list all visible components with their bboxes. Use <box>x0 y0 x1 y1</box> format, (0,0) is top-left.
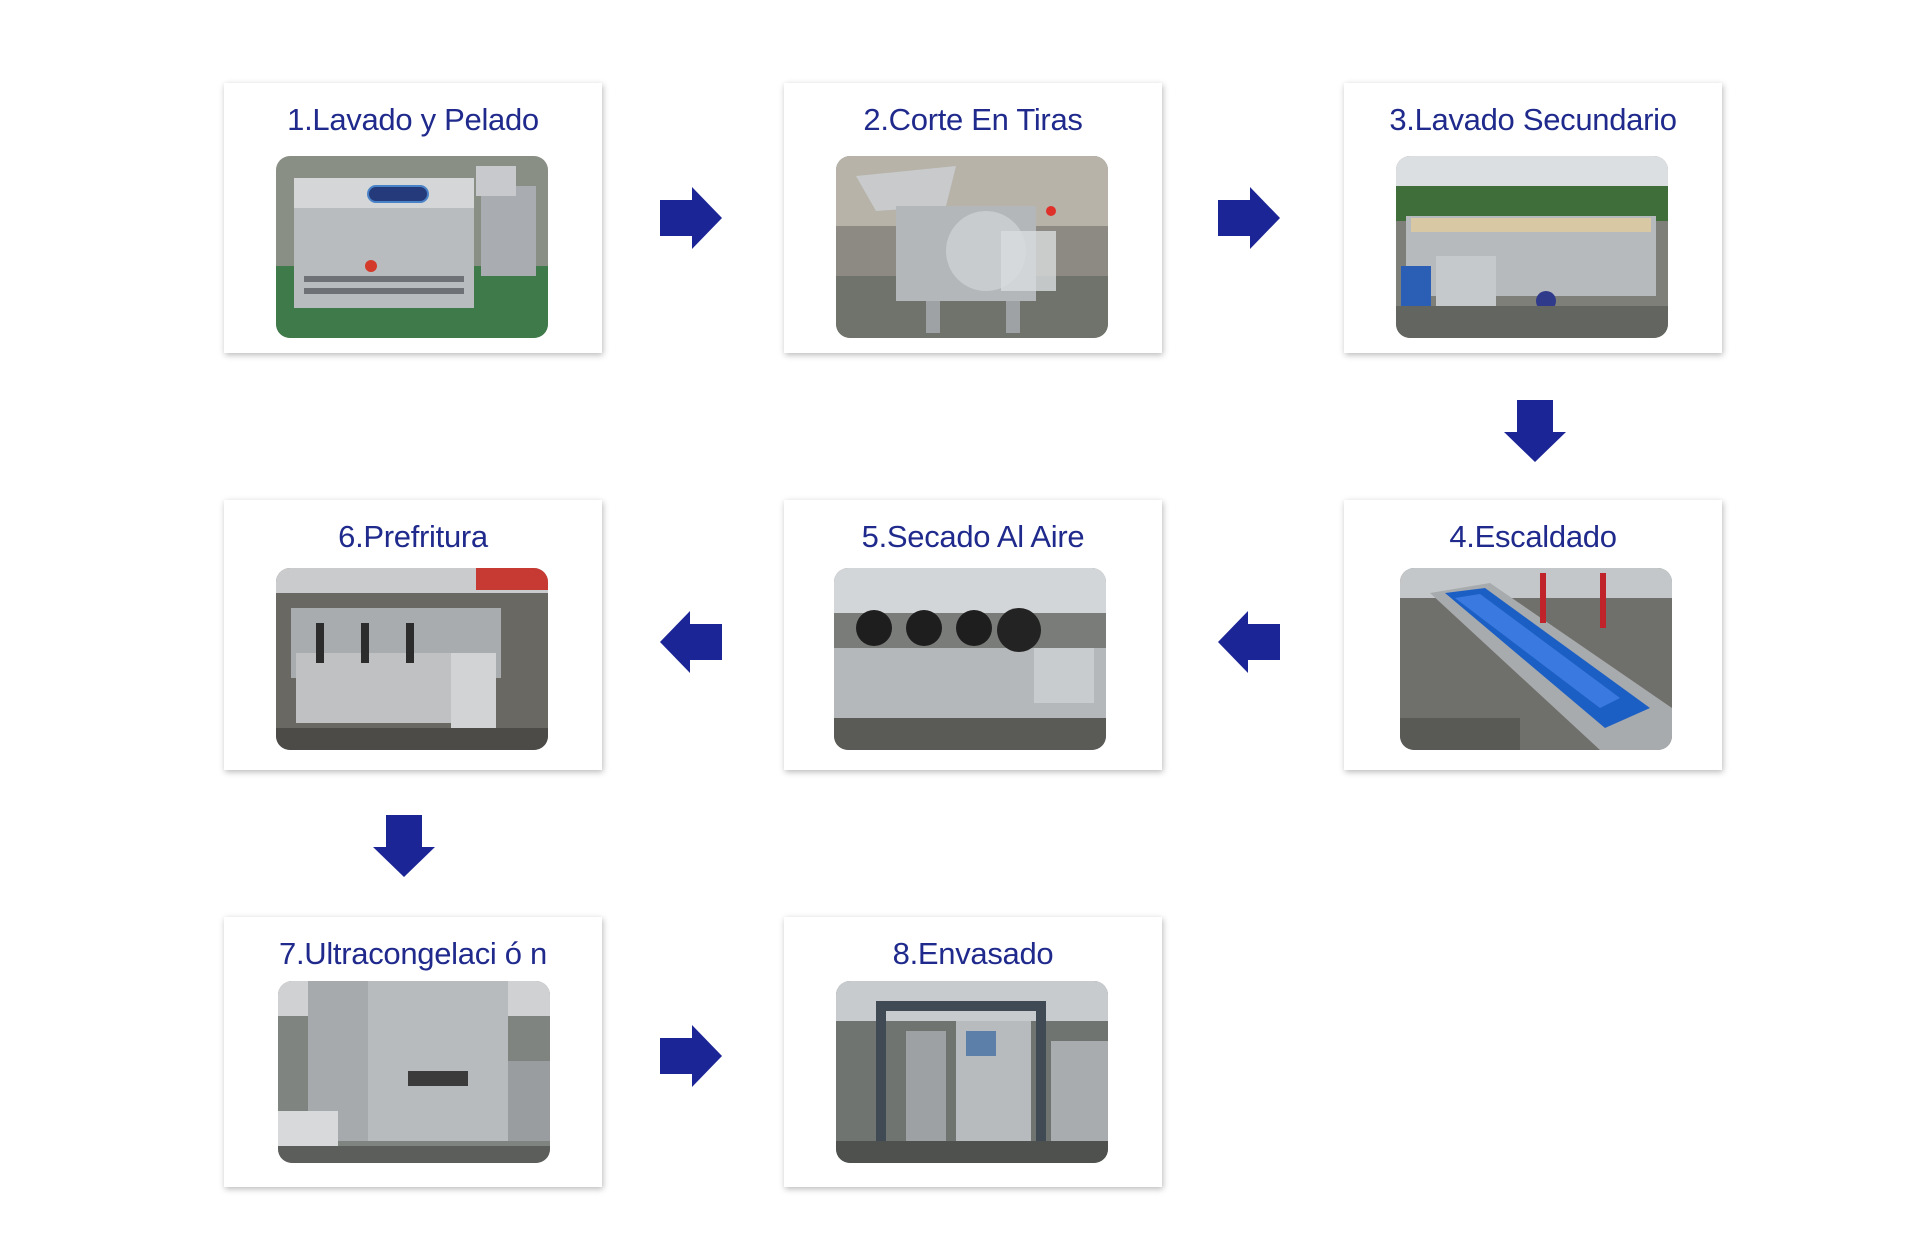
step-title: 4.Escaldado <box>1449 519 1617 554</box>
step-title: 6.Prefritura <box>338 519 488 554</box>
step-card-4: 4.Escaldado <box>1344 500 1722 770</box>
step-photo <box>1400 568 1672 750</box>
step-card-5: 5.Secado Al Aire <box>784 500 1162 770</box>
step-photo <box>834 568 1106 750</box>
step-title: 5.Secado Al Aire <box>861 519 1085 554</box>
step-title: 2.Corte En Tiras <box>863 102 1083 137</box>
step-title: 8.Envasado <box>892 936 1054 971</box>
arrow-right-icon <box>660 187 724 249</box>
arrow-right-icon <box>660 1025 724 1087</box>
arrow-down-icon <box>1504 400 1566 464</box>
step-card-6: 6.Prefritura <box>224 500 602 770</box>
step-title: 1.Lavado y Pelado <box>287 102 539 137</box>
arrow-right-icon <box>1218 187 1282 249</box>
arrow-down-icon <box>373 815 435 879</box>
step-card-2: 2.Corte En Tiras <box>784 83 1162 353</box>
step-card-8: 8.Envasado <box>784 917 1162 1187</box>
step-photo <box>276 568 548 750</box>
step-photo <box>836 981 1108 1163</box>
step-photo <box>278 981 550 1163</box>
step-card-3: 3.Lavado Secundario <box>1344 83 1722 353</box>
step-card-7: 7.Ultracongelaci ó n <box>224 917 602 1187</box>
step-photo <box>836 156 1108 338</box>
step-title: 7.Ultracongelaci ó n <box>279 936 547 971</box>
step-photo <box>276 156 548 338</box>
arrow-left-icon <box>660 611 724 673</box>
step-card-1: 1.Lavado y Pelado <box>224 83 602 353</box>
step-title: 3.Lavado Secundario <box>1389 102 1677 137</box>
step-photo <box>1396 156 1668 338</box>
arrow-left-icon <box>1218 611 1282 673</box>
